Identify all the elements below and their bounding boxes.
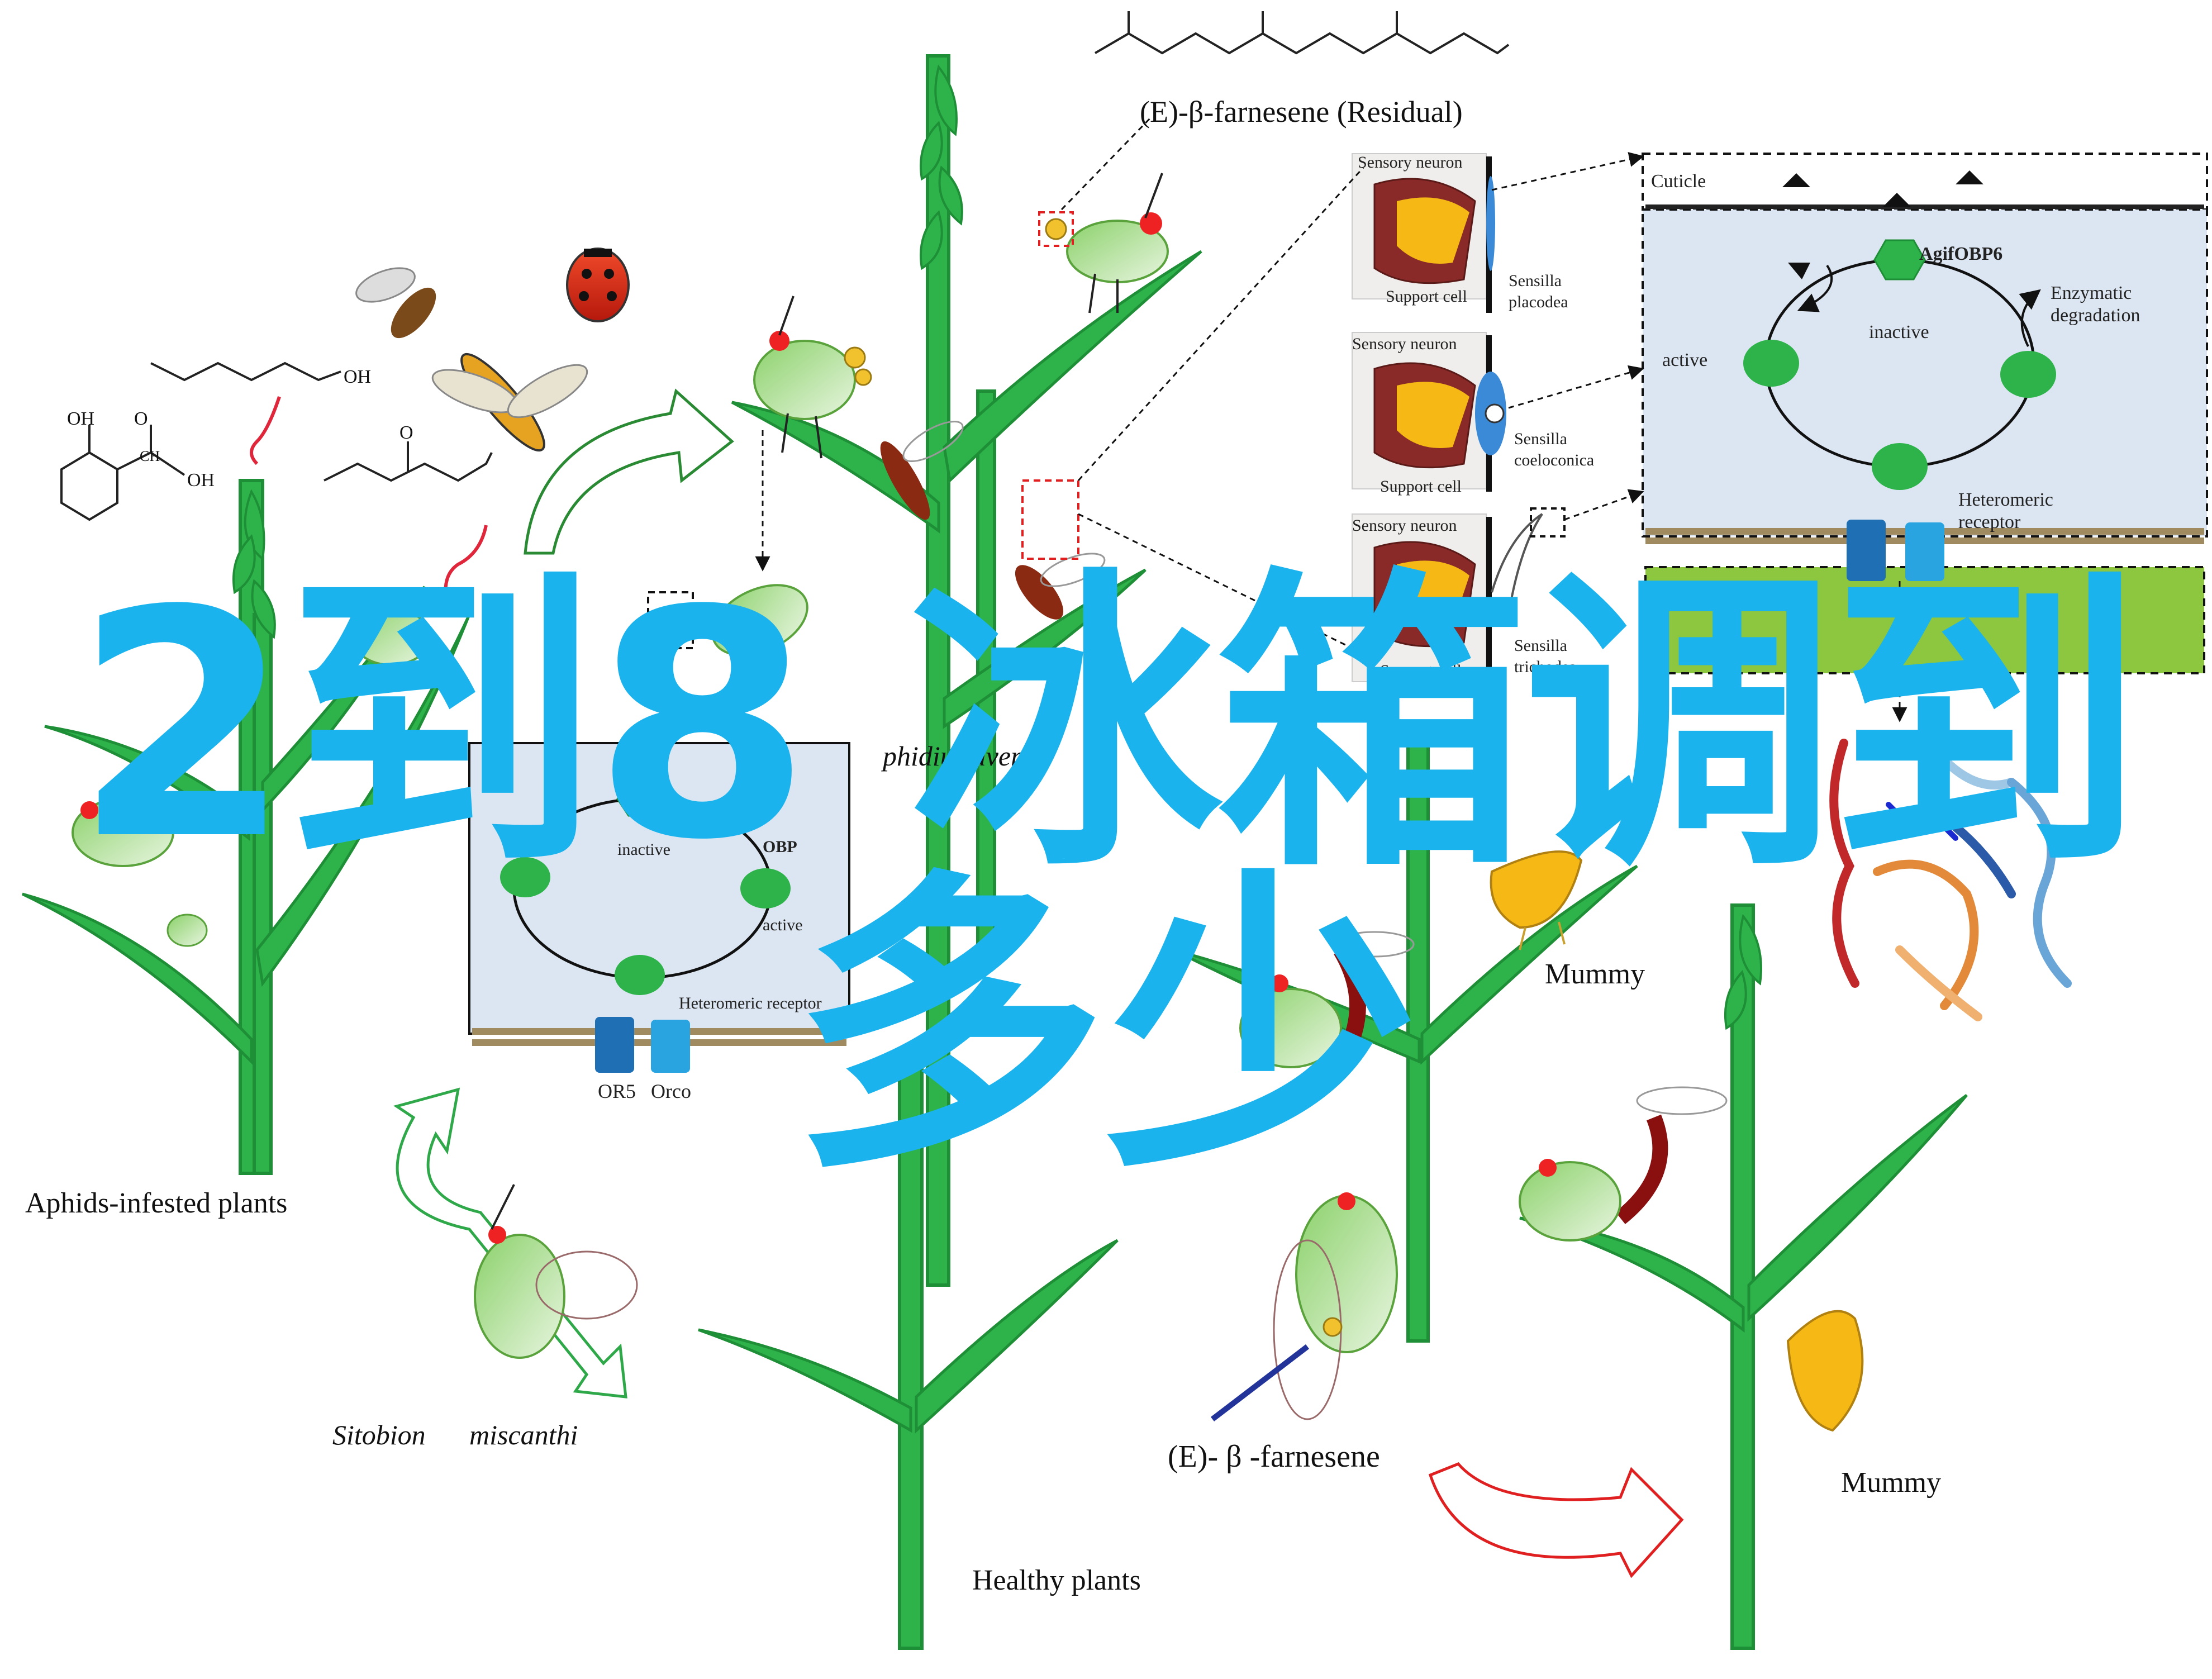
aphid-box-top — [647, 584, 808, 657]
or-label-large: OR — [1849, 586, 1881, 611]
active-label-large: active — [1662, 350, 1707, 370]
connector-lines — [755, 116, 1907, 722]
aphid-right-center — [1239, 974, 1342, 1068]
chem-hexenol-structure — [150, 362, 341, 382]
sitobion-species-label: miscanthi — [469, 1419, 578, 1450]
mummy-top-insect — [1490, 850, 1583, 950]
cycle-arrow-top — [524, 388, 734, 555]
overlay-title-line-1: 2到8 冰箱调到 — [74, 544, 2143, 909]
sensilla-panel-2 — [1352, 332, 1506, 492]
cycle-arrow-left — [393, 1087, 627, 1399]
orco-label-large: Orco — [1902, 586, 1947, 611]
chem-o-label-1: O — [134, 408, 148, 429]
farnesene-residual-label: (E)-β-farnesene (Residual) — [1140, 95, 1463, 129]
cycle-arrow-bottom — [1428, 1462, 1684, 1578]
chem-farnesene-structure — [1094, 11, 1510, 55]
farnesene-label: (E)- β -farnesene — [1168, 1439, 1380, 1474]
plant-center-tall — [731, 54, 1202, 1287]
sensilla-1-support-label: Support cell — [1386, 287, 1467, 306]
wasp-center — [880, 420, 964, 520]
sensilla-2-neuron-label: Sensory neuron — [1352, 335, 1457, 353]
sensilla-panel-1 — [1352, 153, 1495, 313]
wasp-mid — [1015, 479, 1106, 620]
aphid-left-plant — [72, 798, 174, 867]
chem-cho-label: CH — [140, 448, 160, 464]
aphid-top-right — [1038, 173, 1169, 313]
sensilla-3-support-label: Support cell — [1380, 662, 1462, 680]
active-label-small: active — [763, 916, 803, 934]
signal-wave-2 — [444, 525, 488, 604]
aphids-infested-label: Aphids-infested plants — [25, 1187, 287, 1219]
mechanism-box-small — [468, 742, 850, 1073]
enzymatic-label-1: Enzymatic — [2051, 283, 2132, 303]
plant-healthy — [698, 1060, 1119, 1650]
aphid-left-top — [351, 608, 431, 666]
sensilla-2-support-label: Support cell — [1380, 477, 1462, 496]
wasp-bottom-right — [1615, 1086, 1728, 1224]
mummy-bottom-insect — [1786, 1310, 1864, 1432]
chem-oh-label-1: OH — [344, 367, 371, 387]
aphidius-label: phidius avenae — [881, 740, 1051, 772]
wasp-right-center — [1334, 931, 1415, 1066]
enzymatic-label-2: degradation — [2051, 305, 2140, 326]
wasp-flying — [355, 267, 436, 339]
sensilla-3-neuron-label: Sensory neuron — [1352, 516, 1457, 535]
obp-label-small: OBP — [763, 838, 797, 856]
sensilla-1-name-2: placodea — [1509, 293, 1568, 311]
inactive-label-small: inactive — [617, 840, 670, 859]
sensilla-1-neuron-label: Sensory neuron — [1358, 153, 1462, 172]
chem-oh-label-2: OH — [67, 408, 94, 429]
receptor-label-1: Heteromeric — [1958, 489, 2053, 510]
or5-label-small: OR5 — [598, 1080, 636, 1102]
aphid-small-left — [167, 914, 208, 947]
aphid-bottom-right — [1519, 1159, 1621, 1242]
sensilla-3-name-2: trichodea — [1514, 658, 1577, 676]
obp-label-large: AgifOBP6 — [1919, 244, 2002, 264]
aphid-center-left — [753, 296, 872, 459]
hoverfly — [431, 353, 588, 452]
receptor-label-2: receptor — [1958, 512, 2021, 532]
chem-salicylaldehyde-structure — [60, 425, 185, 521]
sensilla-panel-3 — [1352, 507, 1566, 682]
mummy-label-top: Mummy — [1545, 958, 1645, 990]
sensilla-3-name-1: Sensilla — [1514, 636, 1567, 655]
receptor-label-small: Heteromeric receptor — [679, 994, 822, 1012]
orco-label-small: Orco — [651, 1080, 691, 1102]
aphid-alate — [1210, 1192, 1398, 1421]
chem-o-label-2: O — [399, 422, 413, 443]
mummy-label-bottom: Mummy — [1841, 1467, 1941, 1499]
aphid-sitobion — [474, 1184, 638, 1359]
plant-right — [1519, 903, 1968, 1650]
overlay-title-line-2: 多少 — [793, 846, 1419, 1210]
mechanism-box-large — [1642, 153, 2208, 674]
signal-wave-1 — [250, 396, 281, 465]
healthy-plants-label: Healthy plants — [972, 1564, 1141, 1596]
sitobion-genus-label: Sitobion — [332, 1419, 426, 1450]
protein-structure — [1829, 730, 2072, 1021]
chem-heptenone-structure — [324, 441, 493, 482]
sensilla-2-name-1: Sensilla — [1514, 430, 1567, 448]
sensilla-2-name-2: coeloconica — [1514, 451, 1594, 469]
inactive-label-large: inactive — [1869, 322, 1929, 343]
chem-oh-label-3: OH — [187, 470, 215, 491]
cuticle-label: Cuticle — [1651, 171, 1706, 192]
sensilla-1-name-1: Sensilla — [1509, 272, 1562, 290]
ladybug — [566, 248, 630, 322]
